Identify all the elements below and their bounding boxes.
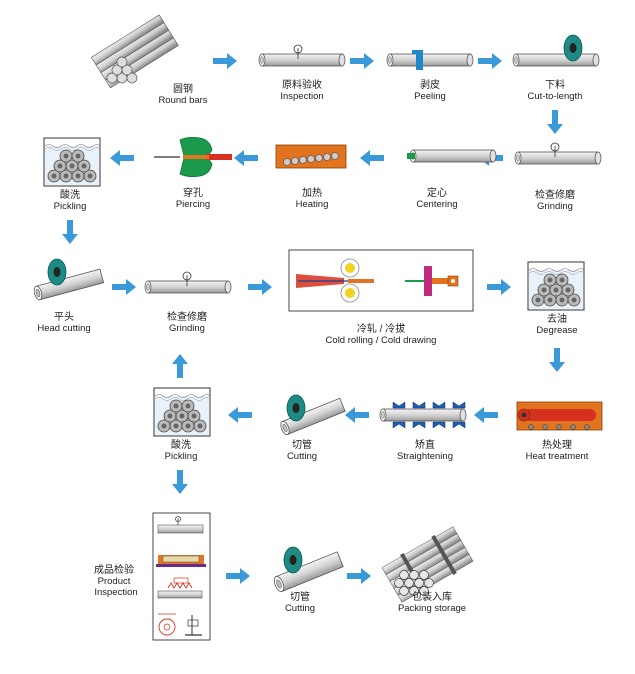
step-cutting-2-en: Cutting (285, 603, 315, 614)
step-pickling-1-cn: 酸洗 (60, 188, 80, 201)
step-degrease-en: Degrease (536, 325, 577, 336)
step-round-bars-en: Round bars (158, 95, 207, 106)
step-head-cutting-cn: 平头 (54, 311, 74, 323)
flow-arrow (172, 470, 188, 494)
round-bars-icon (90, 14, 179, 89)
grinding-icon (144, 271, 232, 294)
pickling-tank-icon (43, 137, 101, 187)
step-cutting-1-cn: 切管 (292, 438, 312, 451)
step-cut-to-length-cn: 下料 (545, 78, 565, 91)
cutting-icon (273, 546, 344, 592)
step-straightening-en: Straightening (397, 451, 453, 462)
flow-arrow (62, 220, 78, 244)
step-peeling-cn: 剥皮 (420, 78, 440, 91)
piercing-icon (154, 136, 232, 178)
step-heating-en: Heating (296, 199, 329, 210)
step-pickling-2-en: Pickling (165, 451, 198, 462)
step-piercing-cn: 穿孔 (183, 186, 203, 199)
step-heating-cn: 加热 (302, 186, 322, 199)
inspection-pipe-icon (258, 44, 346, 67)
step-piercing-en: Piercing (176, 199, 210, 210)
step-heat-treatment-en: Heat treatment (526, 451, 589, 462)
centering-icon (407, 149, 497, 163)
step-straightening-cn: 矫直 (415, 438, 435, 451)
step-peeling-en: Peeling (414, 91, 446, 102)
step-packing-en: Packing storage (398, 603, 466, 614)
step-cutting-1-en: Cutting (287, 451, 317, 462)
straightening-icon (379, 401, 467, 429)
step-round-bars-cn: 圆钢 (173, 82, 193, 95)
step-grinding-2-cn: 检查修磨 (167, 310, 207, 323)
flow-arrow (228, 407, 252, 423)
peeling-icon (386, 50, 474, 70)
step-cutting-2-cn: 切管 (290, 590, 310, 603)
flow-arrow (347, 568, 371, 584)
step-degrease-cn: 去油 (547, 312, 567, 325)
flow-arrow (547, 110, 563, 134)
flow-arrow (474, 407, 498, 423)
head-cutting-icon (33, 258, 105, 301)
flow-arrow (112, 279, 136, 295)
step-centering-en: Centering (416, 199, 457, 210)
step-inspection-en: Inspection (280, 91, 323, 102)
step-product-inspection-en-1: Product (98, 576, 131, 587)
step-product-inspection-cn: 成品检验 (94, 563, 134, 576)
product-inspection-icon (152, 512, 211, 641)
step-pickling-1-en: Pickling (54, 201, 87, 212)
flow-arrow (478, 53, 502, 69)
cut-to-length-icon (512, 34, 600, 67)
flow-arrow (549, 348, 565, 372)
flow-arrow (350, 53, 374, 69)
step-packing-cn: 包装入库 (412, 590, 452, 603)
degrease-tank-icon (527, 261, 585, 311)
step-cold-rolling-en: Cold rolling / Cold drawing (326, 335, 437, 346)
flow-arrow (345, 407, 369, 423)
step-cut-to-length-en: Cut-to-length (528, 91, 583, 102)
cutting-icon (280, 394, 346, 436)
cold-rolling-drawing-icon (288, 249, 474, 312)
flow-arrow (234, 150, 258, 166)
step-centering-cn: 定心 (427, 186, 447, 199)
step-heat-treatment-cn: 热处理 (542, 438, 572, 451)
step-pickling-2-cn: 酸洗 (171, 438, 191, 451)
heating-furnace-icon (275, 144, 347, 169)
packing-storage-icon (381, 526, 474, 603)
pickling-tank-icon (153, 387, 211, 437)
step-grinding-1-en: Grinding (537, 201, 573, 212)
flow-arrow (226, 568, 250, 584)
step-grinding-1-cn: 检查修磨 (535, 188, 575, 201)
flow-arrow (248, 279, 272, 295)
step-product-inspection-en-2: Inspection (94, 587, 137, 598)
step-grinding-2-en: Grinding (169, 323, 205, 334)
flow-arrow (213, 53, 237, 69)
flow-arrow (487, 279, 511, 295)
step-inspection-cn: 原料验收 (282, 78, 322, 91)
flow-arrow (360, 150, 384, 166)
heat-treatment-furnace-icon (516, 401, 603, 431)
flow-arrow (172, 354, 188, 378)
step-cold-rolling-cn: 冷轧 / 冷拔 (357, 322, 405, 335)
flow-arrow (110, 150, 134, 166)
step-head-cutting-en: Head cutting (37, 323, 90, 334)
grinding-icon (514, 142, 602, 165)
